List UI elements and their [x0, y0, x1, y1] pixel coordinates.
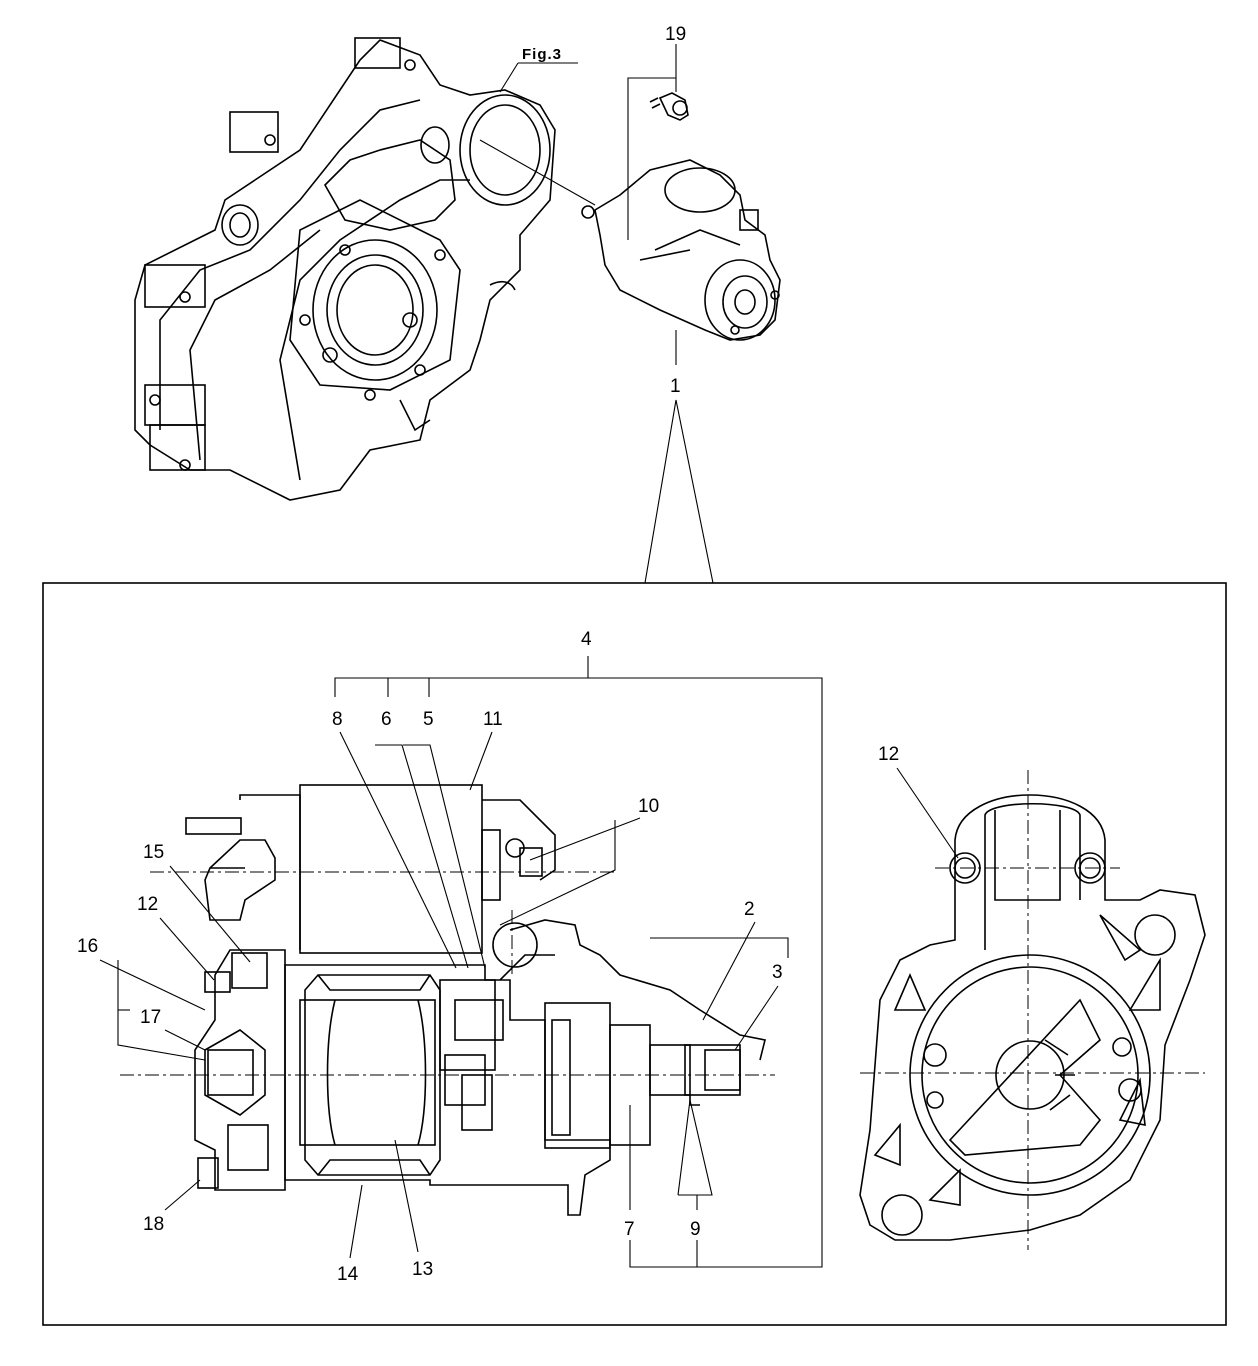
callout-9: 9 [690, 1219, 701, 1240]
callout-11: 11 [483, 709, 503, 730]
callout-3: 3 [772, 962, 783, 983]
callout-18: 18 [143, 1214, 164, 1235]
callout-16: 16 [77, 936, 98, 957]
callout-5: 5 [423, 709, 434, 730]
callout-17: 17 [140, 1007, 161, 1028]
callout-19: 19 [665, 24, 686, 45]
callout-6: 6 [381, 709, 392, 730]
starter-front-view-drawing [859, 770, 1206, 1250]
bolt-19-drawing [649, 92, 689, 121]
callout-12-front: 12 [878, 744, 899, 765]
starter-section-drawing [120, 784, 775, 1216]
callout-8: 8 [332, 709, 343, 730]
callout-15: 15 [143, 842, 164, 863]
flywheel-housing-drawing [134, 37, 556, 501]
callout-12-section: 12 [137, 894, 158, 915]
callout-7: 7 [624, 1219, 635, 1240]
starter-iso-drawing [581, 159, 781, 341]
callout-1: 1 [670, 376, 681, 397]
callout-14: 14 [337, 1264, 359, 1285]
fig-ref-label: Fig.3 [522, 46, 562, 63]
detail-frame [42, 582, 1227, 1326]
callout-2: 2 [744, 899, 755, 920]
callout-10: 10 [638, 796, 659, 817]
callout-4: 4 [581, 629, 592, 650]
callout-13: 13 [412, 1259, 433, 1280]
